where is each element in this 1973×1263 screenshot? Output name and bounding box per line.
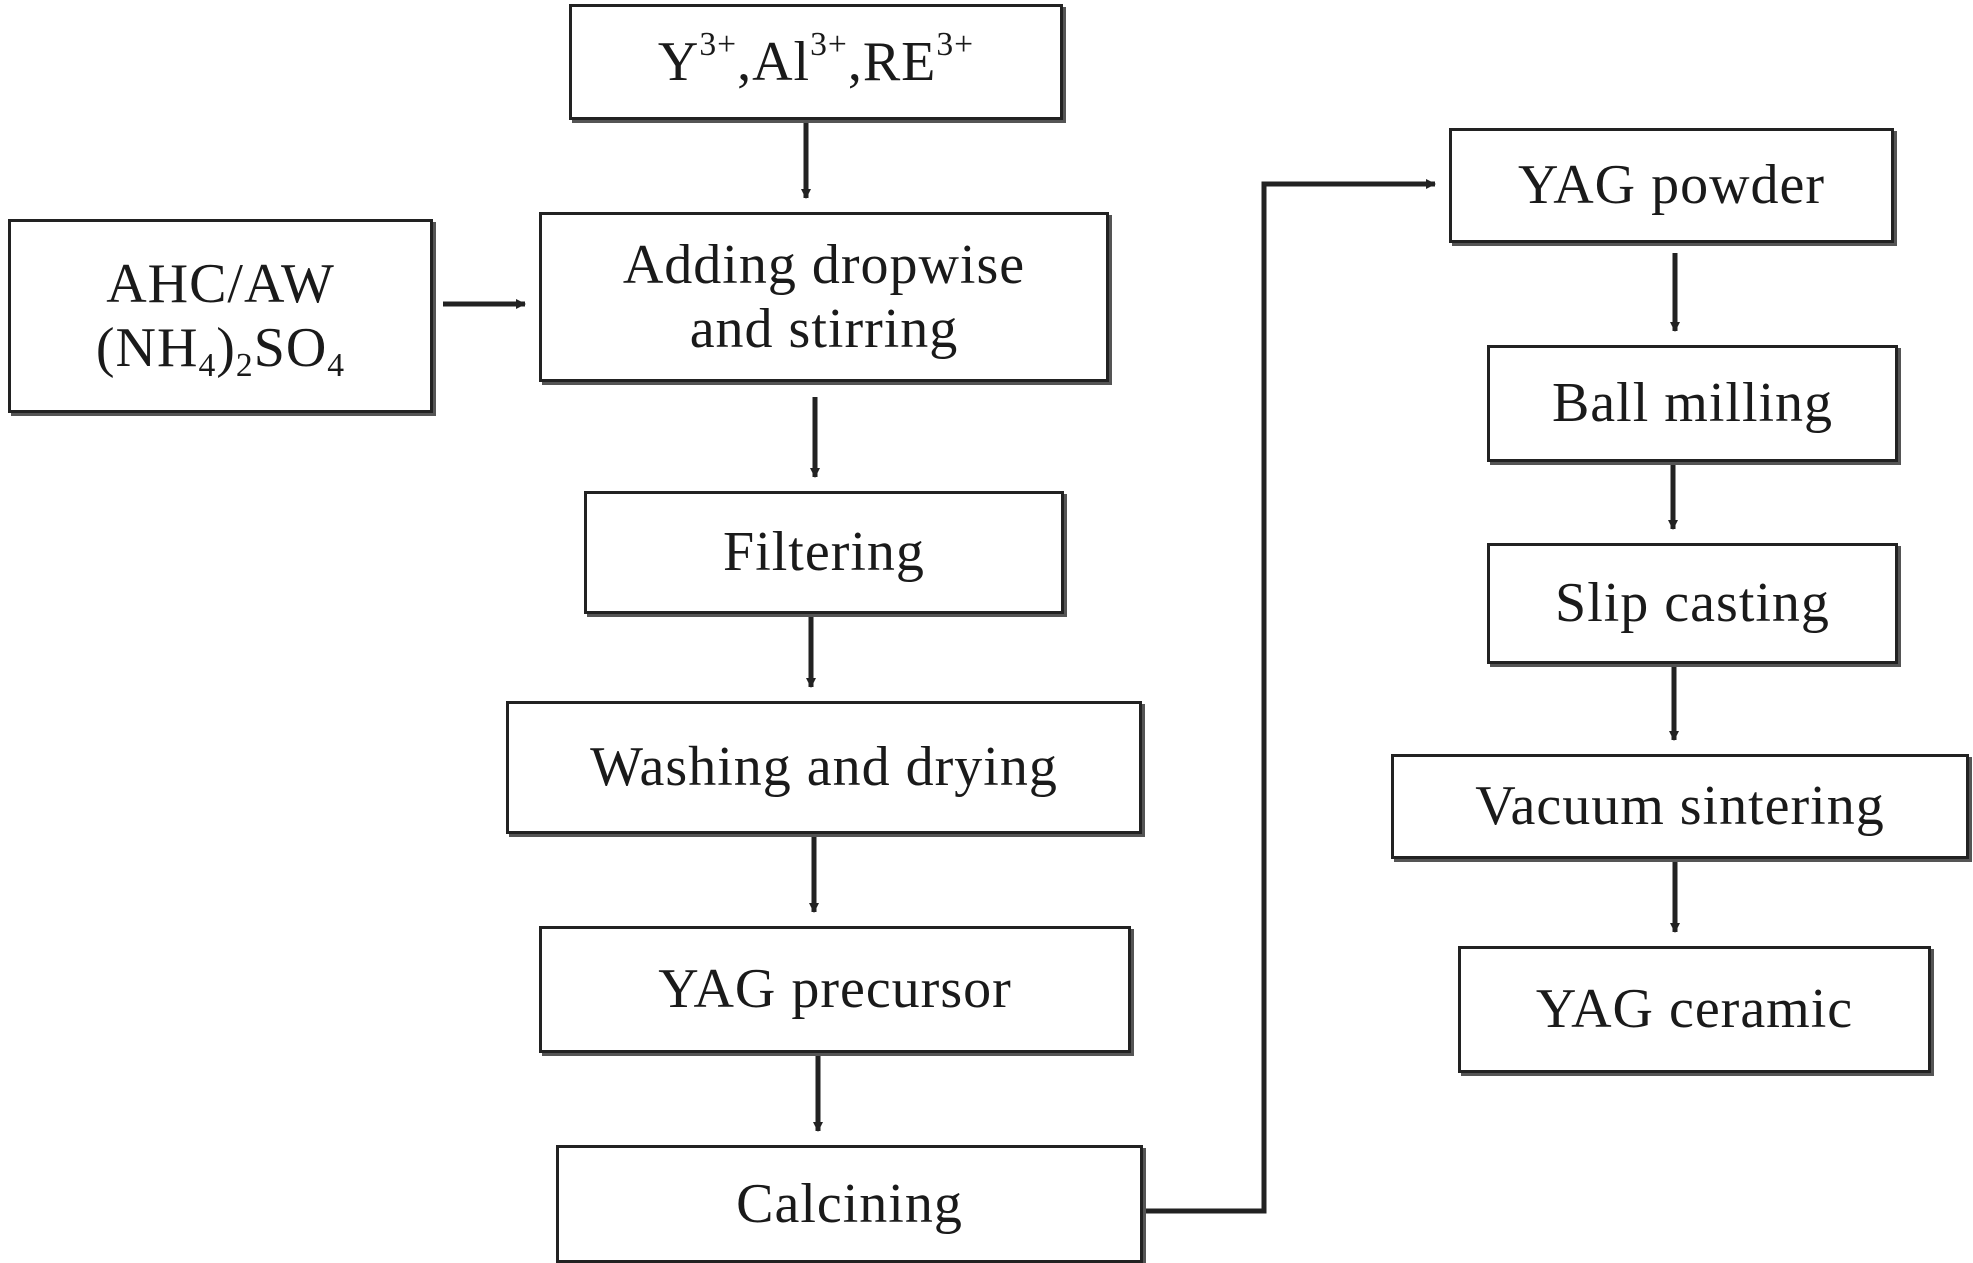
filtering-label: Filtering [723, 521, 925, 584]
formula-part: ) [216, 317, 236, 379]
reagents-box: AHC/AW (NH4)2SO4 [8, 219, 433, 413]
vacuum-sintering-box: Vacuum sintering [1391, 754, 1969, 859]
aluminium-symbol: Al [752, 30, 811, 93]
precursor-label: YAG precursor [658, 958, 1012, 1021]
aluminium-charge: 3+ [810, 25, 848, 63]
vacuum-sintering-label: Vacuum sintering [1475, 775, 1885, 838]
ceramic-box: YAG ceramic [1458, 946, 1931, 1073]
ions-label: Y3+,Al3+,RE3+ [657, 27, 974, 94]
precursor-box: YAG precursor [539, 926, 1131, 1053]
adding-box: Adding dropwise and stirring [539, 212, 1109, 382]
yttrium-symbol: Y [657, 30, 700, 93]
adding-line-1: Adding dropwise [622, 233, 1026, 296]
powder-label: YAG powder [1517, 154, 1826, 217]
rare-earth-charge: 3+ [936, 25, 975, 63]
formula-subscript: 2 [235, 347, 254, 385]
rare-earth-symbol: RE [862, 30, 937, 93]
formula-subscript: 4 [327, 347, 346, 385]
ammonium-sulfate-formula: (NH4)2SO4 [95, 316, 345, 382]
separator: , [737, 30, 753, 93]
reagents-line-1: AHC/AW [106, 252, 335, 315]
washing-label: Washing and drying [590, 736, 1058, 799]
ions-box: Y3+,Al3+,RE3+ [569, 4, 1063, 120]
calcining-box: Calcining [556, 1145, 1143, 1263]
filtering-box: Filtering [584, 491, 1064, 614]
calcining-label: Calcining [736, 1172, 963, 1235]
powder-box: YAG powder [1449, 128, 1894, 243]
slip-casting-label: Slip casting [1555, 572, 1830, 635]
milling-box: Ball milling [1487, 345, 1898, 462]
washing-box: Washing and drying [506, 701, 1142, 834]
ceramic-label: YAG ceramic [1535, 978, 1854, 1041]
formula-part: SO [253, 317, 328, 379]
milling-label: Ball milling [1551, 372, 1834, 435]
separator: , [847, 30, 863, 93]
yttrium-charge: 3+ [699, 25, 738, 63]
slip-casting-box: Slip casting [1487, 543, 1898, 664]
arrow-calcining-to-powder [1143, 179, 1436, 1214]
formula-subscript: 4 [198, 347, 217, 385]
adding-line-2: and stirring [689, 298, 959, 360]
formula-part: (NH [95, 317, 199, 379]
